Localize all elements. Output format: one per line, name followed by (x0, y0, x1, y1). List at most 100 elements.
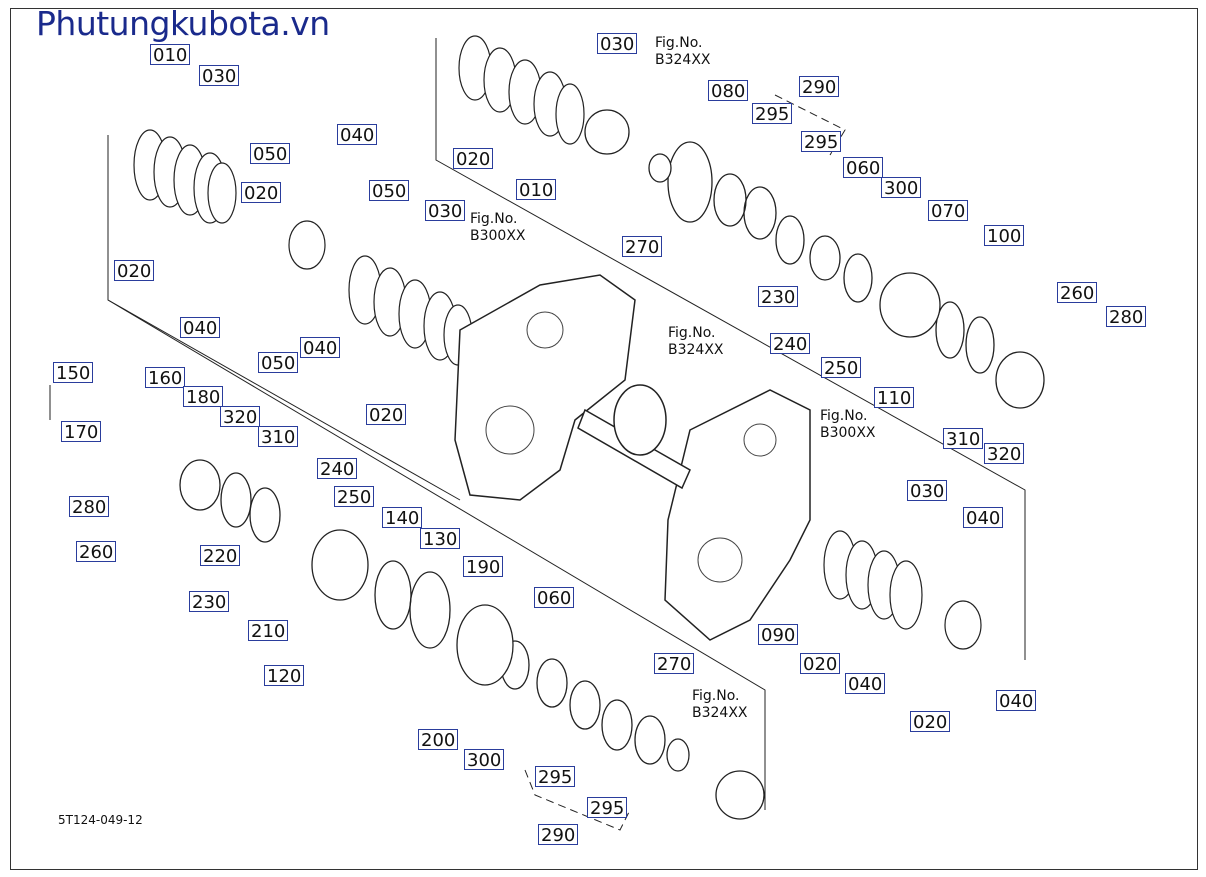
ring-295c (775, 215, 805, 265)
callout-part[interactable]: 010 (150, 44, 191, 66)
callout-part[interactable]: 020 (910, 711, 951, 733)
ring-130 (374, 560, 412, 630)
fig-ref-center: Fig.No. B324XX (668, 325, 724, 358)
callout-part[interactable]: 295 (752, 103, 793, 125)
callout-part[interactable]: 180 (183, 386, 224, 408)
callout-part[interactable]: 130 (420, 528, 461, 550)
cover-200 (456, 604, 514, 686)
callout-part[interactable]: 020 (366, 404, 407, 426)
fig-ref-middle-right: Fig.No. B300XX (820, 408, 876, 441)
fig-ref-lower: Fig.No. B324XX (692, 688, 748, 721)
callout-part[interactable]: 230 (189, 591, 230, 613)
callout-part[interactable]: 240 (770, 333, 811, 355)
ring-295d (569, 680, 601, 730)
cover-260 (995, 351, 1045, 409)
callout-part[interactable]: 295 (587, 797, 628, 819)
callout-part[interactable]: 320 (984, 443, 1025, 465)
cover-070 (879, 272, 941, 338)
gear-large (613, 384, 667, 456)
callout-part[interactable]: 060 (534, 587, 575, 609)
ring-295b (743, 186, 777, 240)
callout-part[interactable]: 020 (241, 182, 282, 204)
callout-part[interactable]: 050 (258, 352, 299, 374)
diagram-code: 5T124-049-12 (58, 813, 143, 827)
callout-part[interactable]: 030 (907, 480, 948, 502)
o-ring-080 (667, 141, 713, 223)
hub-lower (715, 770, 765, 820)
assembly-boundary-left (107, 135, 766, 810)
callout-part[interactable]: 090 (758, 624, 799, 646)
callout-part[interactable]: 030 (425, 200, 466, 222)
callout-part[interactable]: 140 (382, 507, 423, 529)
callout-part[interactable]: 040 (337, 124, 378, 146)
callout-part[interactable]: 310 (943, 428, 984, 450)
callout-part[interactable]: 160 (145, 367, 186, 389)
callout-part[interactable]: 270 (622, 236, 663, 258)
callout-part[interactable]: 010 (516, 179, 557, 201)
callout-part[interactable]: 295 (535, 766, 576, 788)
callout-part[interactable]: 310 (258, 426, 299, 448)
callout-part[interactable]: 295 (801, 131, 842, 153)
callout-part[interactable]: 220 (200, 545, 241, 567)
callout-part[interactable]: 040 (845, 673, 886, 695)
callout-part[interactable]: 240 (317, 458, 358, 480)
callout-part[interactable]: 200 (418, 729, 459, 751)
transmission-case-right (664, 389, 811, 641)
callout-part[interactable]: 080 (708, 80, 749, 102)
callout-part[interactable]: 050 (369, 180, 410, 202)
callout-part[interactable]: 070 (928, 200, 969, 222)
callout-part[interactable]: 190 (463, 556, 504, 578)
subassembly-dashed-bottom (524, 769, 631, 831)
callout-part[interactable]: 290 (799, 76, 840, 98)
fig-ref-upper: Fig.No. B324XX (655, 35, 711, 68)
callout-part[interactable]: 300 (464, 749, 505, 771)
callout-part[interactable]: 270 (654, 653, 695, 675)
callout-part[interactable]: 150 (53, 362, 94, 384)
clutch-pack-right (823, 530, 923, 630)
callout-part[interactable]: 320 (220, 406, 261, 428)
cover-120 (311, 529, 369, 601)
transmission-case-left (454, 274, 636, 501)
callout-part[interactable]: 280 (69, 496, 110, 518)
callout-part[interactable]: 260 (76, 541, 117, 563)
callout-part[interactable]: 020 (800, 653, 841, 675)
ring-295e (601, 699, 633, 751)
callout-part[interactable]: 040 (963, 507, 1004, 529)
callout-part[interactable]: 250 (821, 357, 862, 379)
callout-part[interactable]: 280 (1106, 306, 1147, 328)
cover-260-lower (179, 459, 221, 511)
callout-part[interactable]: 040 (300, 337, 341, 359)
bearing-060-lower (536, 658, 568, 708)
callout-part[interactable]: 230 (758, 286, 799, 308)
callout-part[interactable]: 100 (984, 225, 1025, 247)
callout-part[interactable]: 250 (334, 486, 375, 508)
callout-part[interactable]: 260 (1057, 282, 1098, 304)
ring-310-lower (249, 487, 281, 543)
callout-part[interactable]: 110 (874, 387, 915, 409)
callout-part[interactable]: 300 (881, 177, 922, 199)
callout-part[interactable]: 060 (843, 157, 884, 179)
assembly-boundary-mid (107, 299, 461, 501)
callout-part[interactable]: 210 (248, 620, 289, 642)
ring-320 (965, 316, 995, 374)
hub-upper (584, 109, 630, 155)
callout-part[interactable]: 040 (996, 690, 1037, 712)
fig-ref-middle-left: Fig.No. B300XX (470, 211, 526, 244)
callout-part[interactable]: 290 (538, 824, 579, 846)
callout-part[interactable]: 050 (250, 143, 291, 165)
callout-part[interactable]: 170 (61, 421, 102, 443)
callout-part[interactable]: 040 (180, 317, 221, 339)
bearing-270-lower (666, 738, 690, 772)
site-title: Phutungkubota.vn (36, 4, 330, 43)
assembly-boundary-top (435, 38, 1026, 660)
pressure-plate-right (944, 600, 982, 650)
callout-part[interactable]: 020 (114, 260, 155, 282)
ring-300 (843, 253, 873, 303)
callout-part[interactable]: 120 (264, 665, 305, 687)
callout-part[interactable]: 030 (199, 65, 240, 87)
callout-part[interactable]: 030 (597, 33, 638, 55)
clutch-pack-middle (348, 255, 473, 366)
callout-part[interactable]: 020 (453, 148, 494, 170)
bearing-060 (809, 235, 841, 281)
